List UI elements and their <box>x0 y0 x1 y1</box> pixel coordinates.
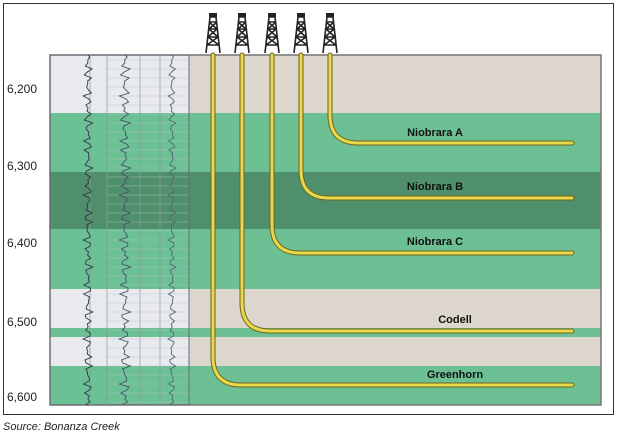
formation-label-greenhorn: Greenhorn <box>426 369 484 381</box>
formation-label-niobrara-a: Niobrara A <box>407 127 463 139</box>
depth-label: 6,200 <box>7 82 38 96</box>
log-curve <box>117 54 133 406</box>
wellbore <box>240 53 574 333</box>
oil-derrick-icon <box>264 16 280 54</box>
wellbore <box>211 53 574 387</box>
log-layer <box>50 366 189 405</box>
derrick-crown-icon <box>326 13 334 17</box>
log-layer <box>50 337 189 366</box>
well-log-panel <box>49 54 190 406</box>
formation-label-niobrara-b: Niobrara B <box>406 181 464 193</box>
depth-label: 6,400 <box>7 236 38 250</box>
derrick-crown-icon <box>209 13 217 17</box>
derrick-crown-icon <box>268 13 276 17</box>
log-layer <box>50 328 189 337</box>
derrick-crown-icon <box>238 13 246 17</box>
depth-label: 6,600 <box>7 390 38 404</box>
depth-label: 6,300 <box>7 159 38 173</box>
log-layer <box>50 289 189 328</box>
formation-label-niobrara-c: Niobrara C <box>406 236 464 248</box>
wellbore <box>270 53 574 255</box>
log-layer <box>50 55 189 113</box>
log-layer <box>50 229 189 289</box>
depth-label: 6,500 <box>7 315 38 329</box>
source-caption: Source: Bonanza Creek <box>3 421 120 433</box>
log-curve <box>81 54 95 406</box>
log-curve <box>167 54 177 406</box>
log-layer <box>50 113 189 172</box>
wellbore <box>299 53 574 200</box>
oil-derrick-icon <box>293 16 309 54</box>
derrick-crown-icon <box>297 13 305 17</box>
oil-derrick-icon <box>234 16 250 54</box>
wellbore <box>328 53 574 145</box>
log-layer <box>50 172 189 229</box>
formation-label-codell: Codell <box>438 314 472 326</box>
oil-derrick-icon <box>205 16 221 54</box>
oil-derrick-icon <box>322 16 338 54</box>
diagram-frame <box>3 3 614 415</box>
